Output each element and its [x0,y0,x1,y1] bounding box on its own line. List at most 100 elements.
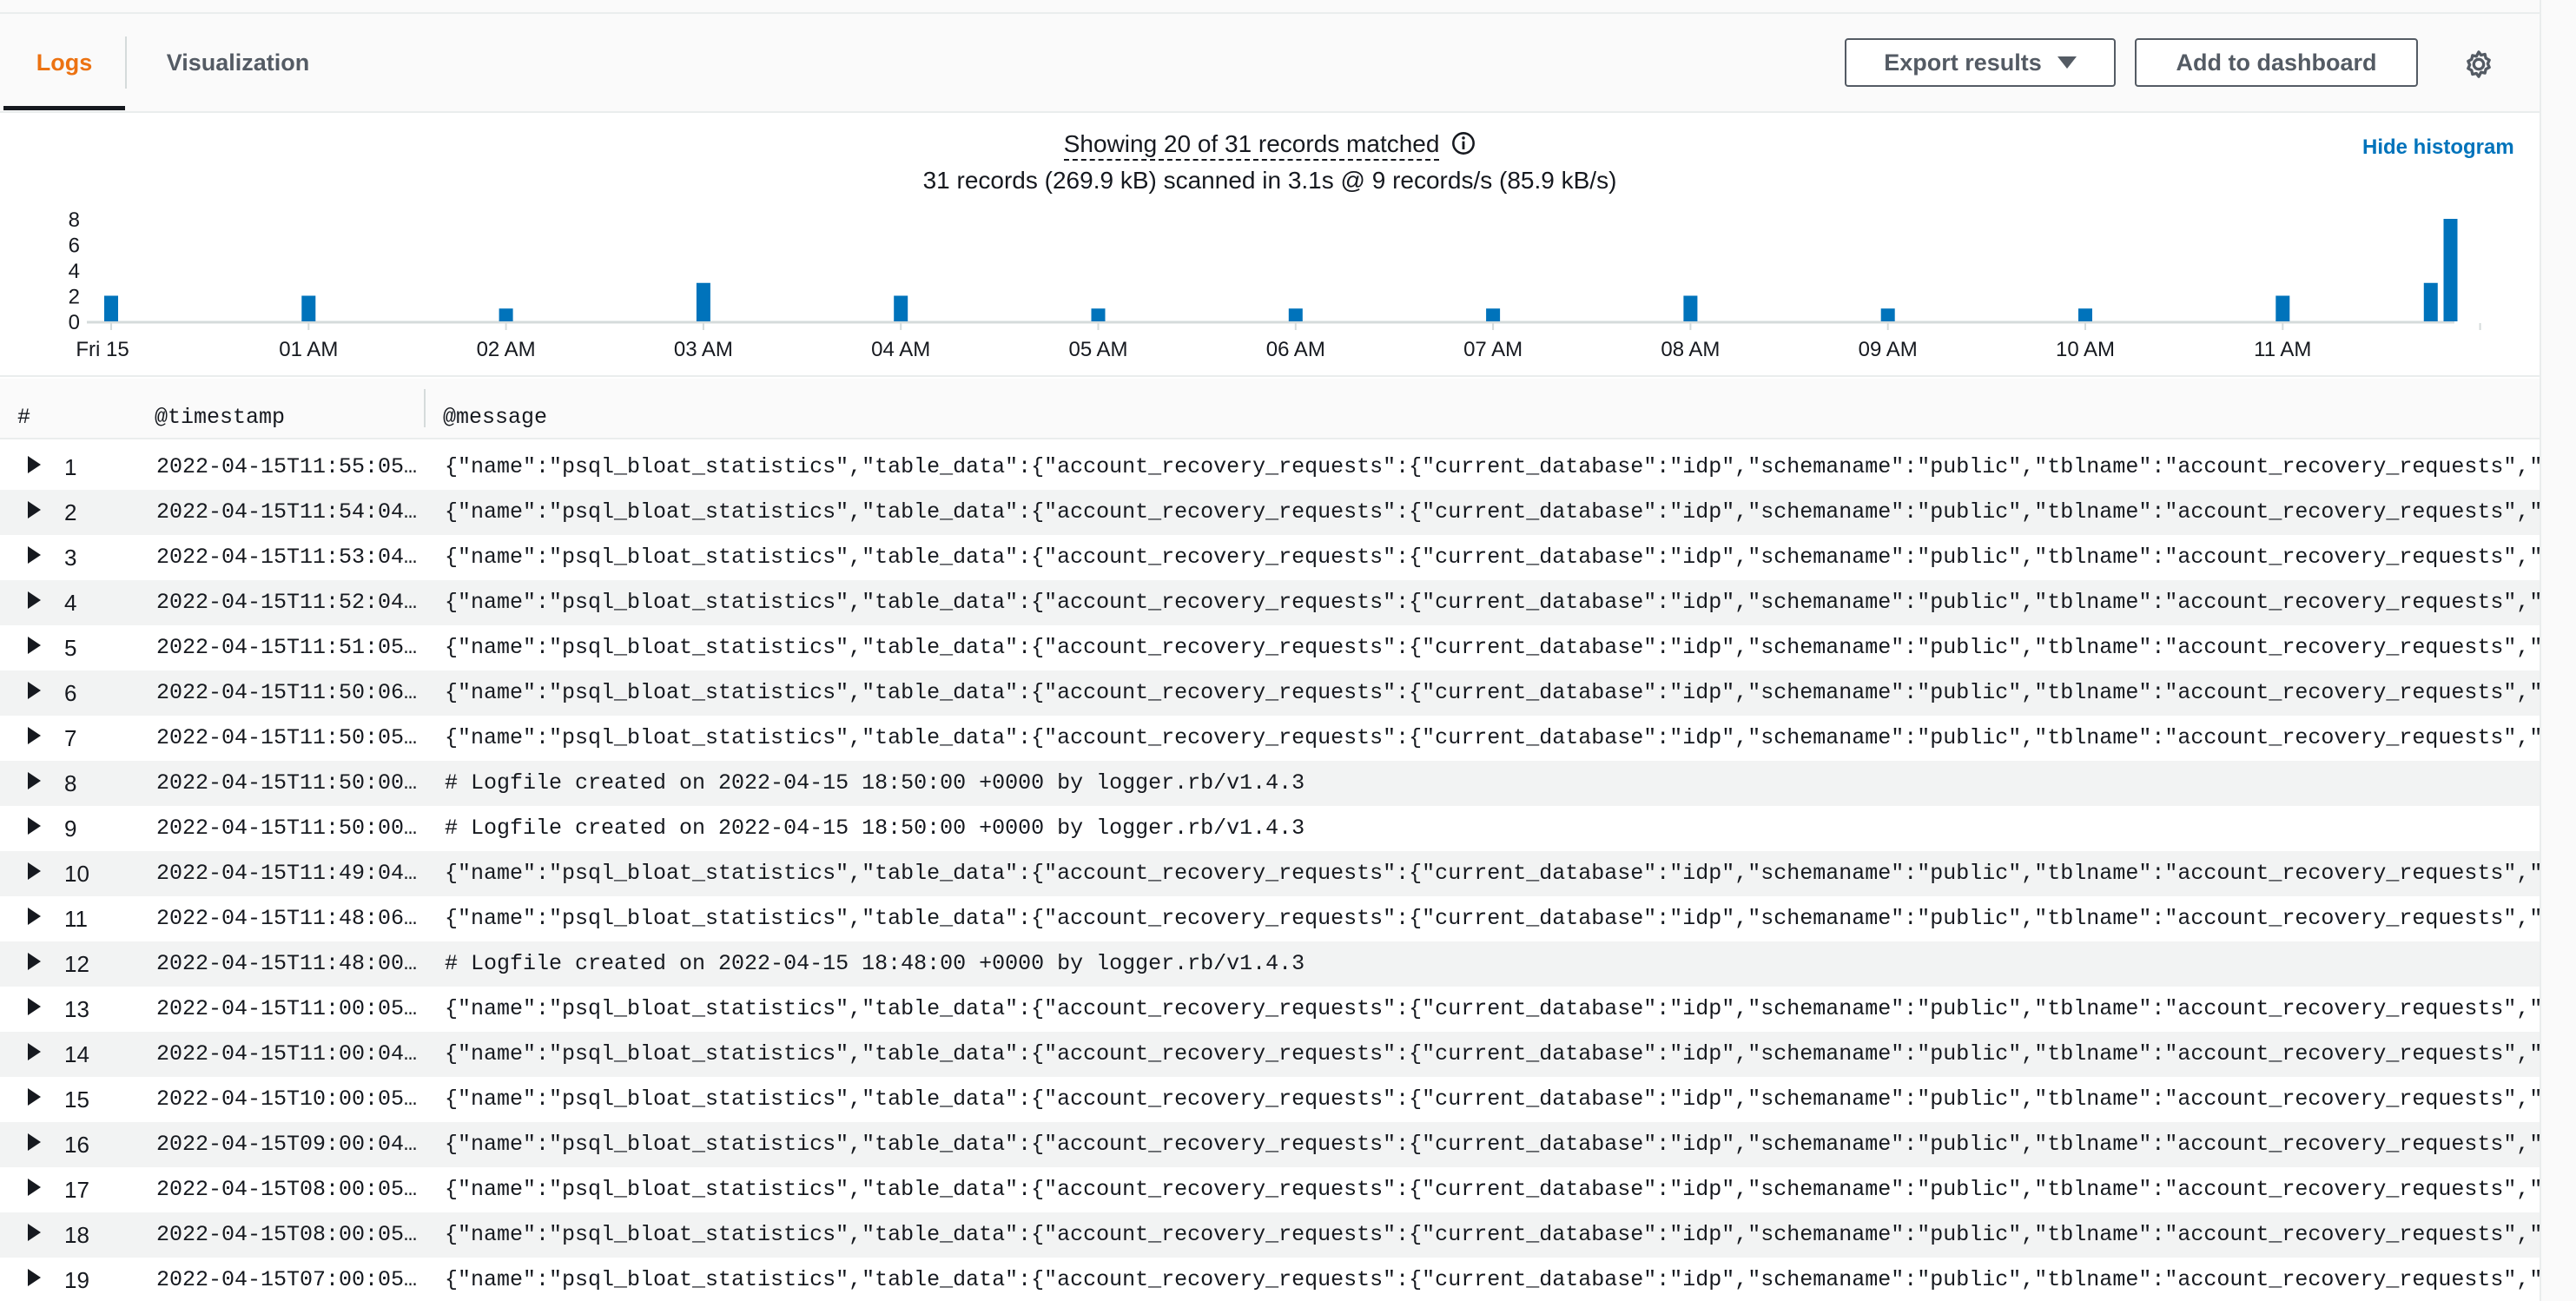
row-timestamp: 2022-04-15T11:50:00.… [156,816,426,841]
tab-logs[interactable]: Logs [36,50,93,76]
histogram-bar [1880,308,1895,321]
row-number: 15 [64,1086,89,1113]
row-message: {"name":"psql_bloat_statistics","table_d… [445,1132,2540,1157]
expand-row-icon[interactable] [28,445,45,490]
row-timestamp: 2022-04-15T11:49:04.… [156,861,426,886]
histogram-bar [2275,295,2290,321]
expand-row-icon[interactable] [28,851,45,896]
column-header-message[interactable]: @message [443,405,548,430]
table-row[interactable]: 13 2022-04-15T11:00:05.… {"name":"psql_blo… [0,987,2540,1032]
row-message: {"name":"psql_bloat_statistics","table_d… [445,1086,2540,1112]
histogram-bar [104,295,118,321]
row-message: {"name":"psql_bloat_statistics","table_d… [445,1177,2540,1202]
tab-divider [125,36,127,89]
row-timestamp: 2022-04-15T08:00:05.… [156,1222,426,1247]
column-resize-handle[interactable] [424,389,426,427]
row-number: 19 [64,1267,89,1293]
histogram-x-tick-label: 07 AM [1463,338,1522,361]
expand-row-icon[interactable] [28,1212,45,1258]
expand-row-icon[interactable] [28,761,45,806]
expand-row-icon[interactable] [28,1167,45,1212]
gear-icon[interactable] [2461,47,2496,82]
expand-row-icon[interactable] [28,625,45,670]
row-message: {"name":"psql_bloat_statistics","table_d… [445,454,2540,479]
expand-row-icon[interactable] [28,987,45,1032]
expand-row-icon[interactable] [28,1122,45,1167]
records-matched-text[interactable]: Showing 20 of 31 records matched [1063,130,1440,161]
results-table-header: # @timestamp @message [0,379,2540,439]
row-message: {"name":"psql_bloat_statistics","table_d… [445,590,2540,615]
expand-row-icon[interactable] [28,1032,45,1077]
row-message: {"name":"psql_bloat_statistics","table_d… [445,1222,2540,1247]
row-number: 14 [64,1041,89,1067]
column-header-timestamp[interactable]: @timestamp [155,405,286,430]
row-number: 16 [64,1132,89,1158]
table-row[interactable]: 6 2022-04-15T11:50:06.… {"name":"psql_bloa… [0,670,2540,716]
export-results-button[interactable]: Export results [1845,38,2116,87]
row-number: 7 [64,725,77,751]
histogram-x-tick-label: 08 AM [1661,338,1720,361]
histogram-bar [2443,219,2458,321]
row-timestamp: 2022-04-15T11:50:06.… [156,680,426,705]
expand-row-icon[interactable] [28,896,45,941]
row-timestamp: 2022-04-15T11:52:04.… [156,590,426,615]
row-timestamp: 2022-04-15T11:00:05.… [156,996,426,1021]
row-number: 4 [64,590,77,616]
row-message: {"name":"psql_bloat_statistics","table_d… [445,680,2540,705]
row-number: 6 [64,680,77,706]
expand-row-icon[interactable] [28,806,45,851]
table-row[interactable]: 16 2022-04-15T09:00:04.… {"name":"psql_blo… [0,1122,2540,1167]
expand-row-icon[interactable] [28,580,45,625]
histogram-bar [1091,308,1106,321]
expand-row-icon[interactable] [28,941,45,987]
histogram-y-tick-label: 8 [69,208,80,232]
histogram-bar [2423,282,2438,321]
row-number: 5 [64,635,77,661]
histogram-x-tick-label: 02 AM [477,338,536,361]
expand-row-icon[interactable] [28,1077,45,1122]
row-message: {"name":"psql_bloat_statistics","table_d… [445,545,2540,570]
export-results-label: Export results [1884,50,2042,76]
tab-visualization[interactable]: Visualization [166,50,310,76]
row-number: 12 [64,951,89,977]
hide-histogram-link[interactable]: Hide histogram [2362,135,2514,159]
row-number: 13 [64,996,89,1022]
histogram-bar [301,295,316,321]
expand-row-icon[interactable] [28,490,45,535]
row-number: 9 [64,816,77,842]
row-message: {"name":"psql_bloat_statistics","table_d… [445,635,2540,660]
info-icon[interactable] [1451,131,1476,155]
column-header-number: # [17,405,31,430]
expand-row-icon[interactable] [28,670,45,716]
row-timestamp: 2022-04-15T11:48:00.… [156,951,426,976]
expand-row-icon[interactable] [28,535,45,580]
add-to-dashboard-button[interactable]: Add to dashboard [2135,38,2418,87]
table-row[interactable]: 4 2022-04-15T11:52:04.… {"name":"psql_bloa… [0,580,2540,625]
row-timestamp: 2022-04-15T09:00:04.… [156,1132,426,1157]
row-message: {"name":"psql_bloat_statistics","table_d… [445,861,2540,886]
histogram-bar [2078,308,2092,321]
row-number: 11 [64,906,88,932]
expand-row-icon[interactable] [28,1258,45,1301]
scrollbar-gutter[interactable] [2540,0,2576,1301]
expand-row-icon[interactable] [28,716,45,761]
histogram-bar [894,295,908,321]
row-message: {"name":"psql_bloat_statistics","table_d… [445,996,2540,1021]
histogram-x-tick-label: 11 AM [2254,338,2311,361]
